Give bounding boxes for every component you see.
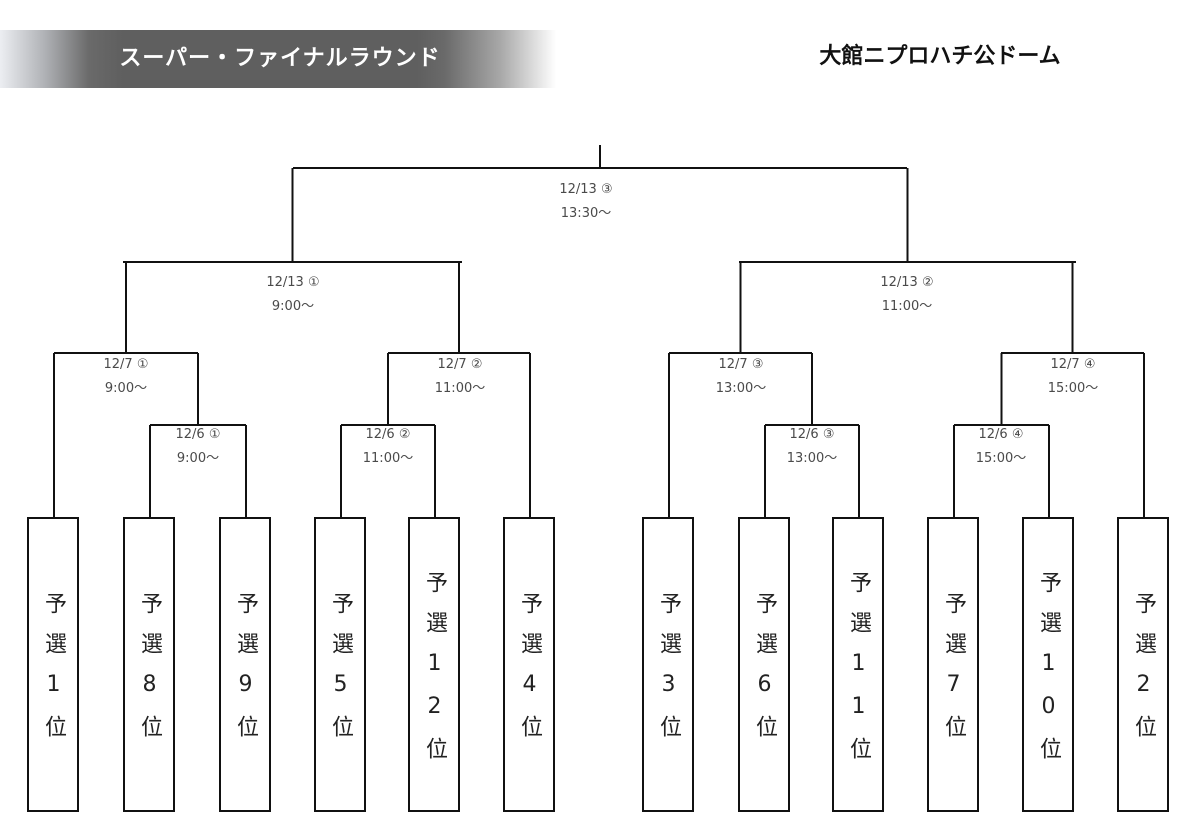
match-label-r1: 12/6 ① 9:00～ xyxy=(128,423,268,471)
match-time: 13:00～ xyxy=(715,381,767,396)
seed-label: 予選3位 xyxy=(656,592,681,755)
match-time: 15:00～ xyxy=(1047,381,1099,396)
seed-label: 予選2位 xyxy=(1131,592,1156,755)
seed-label: 予選8位 xyxy=(137,592,162,755)
match-date: 12/13 ③ xyxy=(559,182,613,197)
seed-box: 予選9位 xyxy=(219,517,271,812)
match-date: 12/7 ② xyxy=(437,357,483,372)
seed-label: 予選6位 xyxy=(752,592,777,755)
match-date: 12/13 ② xyxy=(880,275,934,290)
seed-label: 予選12位 xyxy=(422,570,447,777)
round-title: スーパー・ファイナルラウンド xyxy=(119,46,441,71)
match-date: 12/7 ③ xyxy=(718,357,764,372)
match-time: 11:00～ xyxy=(434,381,486,396)
seed-label: 予選11位 xyxy=(846,570,871,777)
match-label-sf1: 12/13 ① 9:00～ xyxy=(223,271,363,319)
match-label-q1: 12/7 ① 9:00～ xyxy=(56,353,196,401)
match-date: 12/13 ① xyxy=(266,275,320,290)
match-date: 12/7 ④ xyxy=(1050,357,1096,372)
match-time: 9:00～ xyxy=(104,381,148,396)
seed-box: 予選2位 xyxy=(1117,517,1169,812)
match-date: 12/6 ② xyxy=(365,427,411,442)
match-label-r4: 12/6 ④ 15:00～ xyxy=(931,423,1071,471)
seed-box: 予選7位 xyxy=(927,517,979,812)
seed-box: 予選8位 xyxy=(123,517,175,812)
seed-box: 予選3位 xyxy=(642,517,694,812)
match-label-q4: 12/7 ④ 15:00～ xyxy=(1003,353,1143,401)
seed-label: 予選4位 xyxy=(517,592,542,755)
match-time: 15:00～ xyxy=(975,451,1027,466)
match-label-r3: 12/6 ③ 13:00～ xyxy=(742,423,882,471)
match-label-r2: 12/6 ② 11:00～ xyxy=(318,423,458,471)
round-banner: スーパー・ファイナルラウンド xyxy=(0,30,556,88)
seed-label: 予選5位 xyxy=(328,592,353,755)
match-label-sf2: 12/13 ② 11:00～ xyxy=(837,271,977,319)
seed-label: 予選7位 xyxy=(941,592,966,755)
match-time: 11:00～ xyxy=(881,299,933,314)
match-time: 9:00～ xyxy=(271,299,315,314)
match-label-q2: 12/7 ② 11:00～ xyxy=(390,353,530,401)
match-time: 9:00～ xyxy=(176,451,220,466)
seed-box: 予選1位 xyxy=(27,517,79,812)
seed-box: 予選6位 xyxy=(738,517,790,812)
match-time: 11:00～ xyxy=(362,451,414,466)
venue-title: 大館ニプロハチ公ドーム xyxy=(819,44,1061,69)
match-date: 12/7 ① xyxy=(103,357,149,372)
match-label-f: 12/13 ③ 13:30～ xyxy=(516,178,656,226)
seed-label: 予選9位 xyxy=(233,592,258,755)
match-label-q3: 12/7 ③ 13:00～ xyxy=(671,353,811,401)
match-date: 12/6 ④ xyxy=(978,427,1024,442)
seed-box: 予選12位 xyxy=(408,517,460,812)
seed-box: 予選5位 xyxy=(314,517,366,812)
match-date: 12/6 ③ xyxy=(789,427,835,442)
seed-box: 予選4位 xyxy=(503,517,555,812)
seed-box: 予選10位 xyxy=(1022,517,1074,812)
match-time: 13:00～ xyxy=(786,451,838,466)
seed-label: 予選10位 xyxy=(1036,570,1061,777)
seed-box: 予選11位 xyxy=(832,517,884,812)
match-time: 13:30～ xyxy=(560,206,612,221)
seed-label: 予選1位 xyxy=(41,592,66,755)
match-date: 12/6 ① xyxy=(175,427,221,442)
